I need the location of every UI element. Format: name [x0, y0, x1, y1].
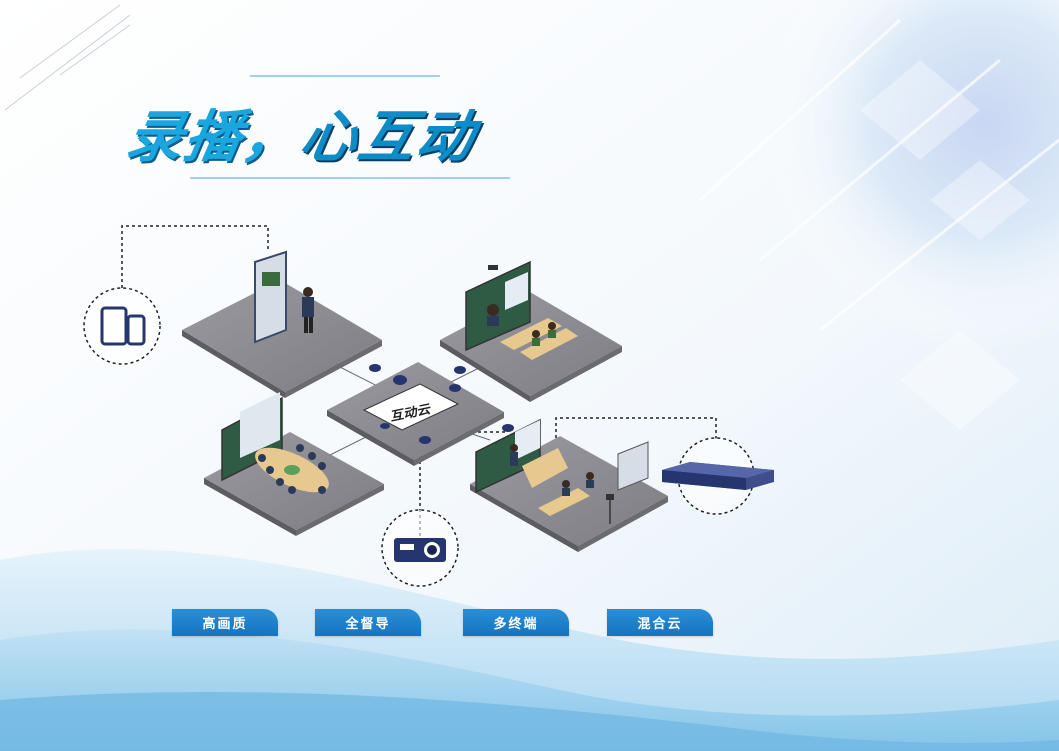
platform-lecture — [182, 250, 382, 398]
cloud-icon — [369, 364, 466, 444]
camera-device-icon — [381, 509, 459, 587]
feature-tab-multi-terminal: 多终端 — [463, 609, 569, 636]
feature-tab-hybrid-cloud: 混合云 — [607, 609, 713, 636]
tablet-phone-icon — [83, 287, 161, 365]
platform-classroom — [440, 260, 622, 402]
platform-recording-studio — [470, 418, 668, 552]
teacher-figure — [302, 287, 314, 333]
feature-tab-quality: 高画质 — [172, 609, 278, 636]
platform-cloud-hub — [327, 362, 504, 466]
platform-meeting-room — [204, 392, 384, 536]
rack-server-icon — [662, 437, 774, 515]
feature-tab-supervision: 全督导 — [315, 609, 421, 636]
